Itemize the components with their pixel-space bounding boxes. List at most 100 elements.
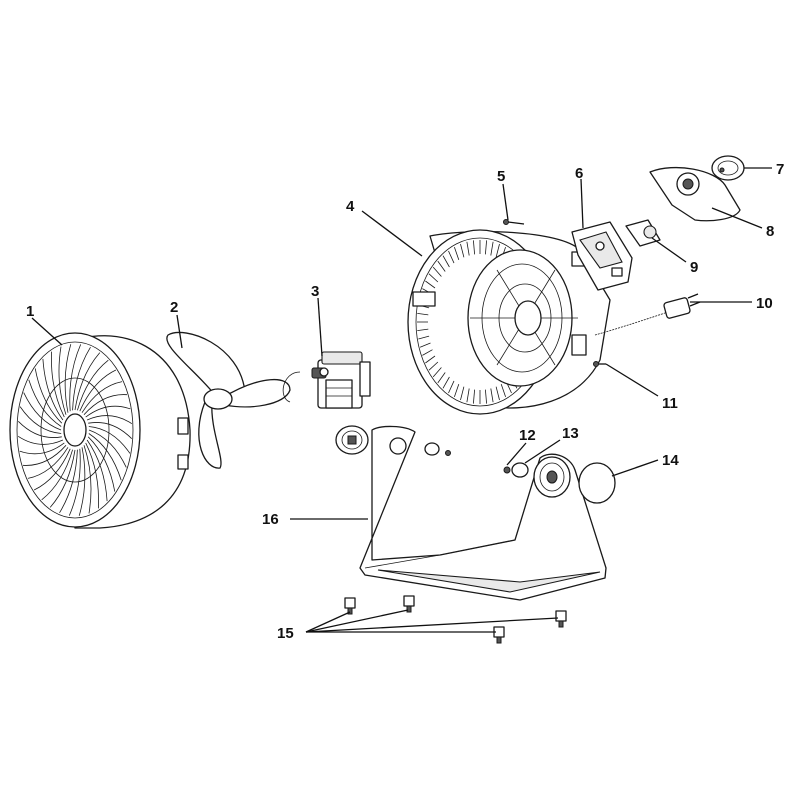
vent-slot xyxy=(485,240,487,255)
vent-slot xyxy=(490,388,494,403)
vent-slot xyxy=(418,335,430,340)
grille-rib xyxy=(74,352,101,411)
vent-slot xyxy=(417,313,429,316)
grille-rib xyxy=(19,442,65,455)
vent-slot xyxy=(437,372,446,384)
part-10-power-cord xyxy=(594,293,701,336)
callout-15: 15 xyxy=(277,625,294,642)
grille-rib xyxy=(19,406,62,434)
vent-slot xyxy=(448,250,455,264)
leader-8 xyxy=(711,207,763,229)
grille-rib xyxy=(87,436,116,492)
callout-5: 5 xyxy=(497,168,505,185)
part-5-screw xyxy=(503,219,525,225)
part-1-front-grille xyxy=(9,332,191,529)
grille-rib xyxy=(59,449,78,514)
vent-slot xyxy=(466,241,470,256)
grille-rib xyxy=(88,422,132,439)
vent-slot xyxy=(422,349,433,356)
grille-rib xyxy=(64,344,72,413)
leader-lines xyxy=(31,167,772,633)
part-4-rear-housing xyxy=(407,229,611,415)
grille-rib xyxy=(22,445,67,466)
vent-slot xyxy=(432,266,442,277)
part-11-screw xyxy=(593,361,606,367)
tilt-dial xyxy=(335,425,369,455)
leader-13 xyxy=(524,439,561,464)
grille-rib xyxy=(58,346,67,415)
grille-rib xyxy=(72,346,91,411)
grille-rib xyxy=(69,344,82,412)
grille-rib xyxy=(68,448,81,516)
vent-slot xyxy=(500,383,506,398)
grille-rib xyxy=(88,433,122,481)
vent-slot xyxy=(490,241,494,256)
grille-rib xyxy=(81,381,123,413)
grille-rib xyxy=(18,421,62,438)
leader-1 xyxy=(31,317,63,346)
leader-5 xyxy=(502,183,509,221)
leader-4 xyxy=(361,210,423,257)
vent-slot xyxy=(442,376,450,389)
grille-rib xyxy=(23,392,62,431)
callout-3: 3 xyxy=(311,283,319,300)
grille-rib xyxy=(85,442,99,509)
grille-rib xyxy=(88,429,127,468)
grille-rib xyxy=(77,359,109,411)
callout-labels: 1 2 3 4 5 6 7 8 9 10 11 12 13 14 15 16 xyxy=(26,161,784,642)
callout-4: 4 xyxy=(346,198,355,215)
grille-rib xyxy=(88,426,131,454)
part-8-control-cover xyxy=(649,166,741,222)
grille-rib xyxy=(79,369,117,412)
part-13-washer xyxy=(511,462,529,478)
callout-8: 8 xyxy=(766,223,774,240)
vent-slot xyxy=(425,355,436,364)
leader-2 xyxy=(176,314,183,349)
part-15-feet xyxy=(344,595,567,644)
vent-slot xyxy=(419,342,431,348)
leader-15c xyxy=(305,617,559,633)
vent-slot xyxy=(454,383,460,398)
vent-slot xyxy=(442,255,450,268)
leader-15a xyxy=(305,611,351,633)
vent-slot xyxy=(437,260,446,272)
vent-slot xyxy=(425,280,436,289)
callout-1: 1 xyxy=(26,303,34,320)
part-7-knob xyxy=(711,155,745,181)
callout-10: 10 xyxy=(756,295,773,312)
vent-slot xyxy=(417,328,429,331)
grille-rib xyxy=(86,439,108,502)
vent-slot xyxy=(485,389,487,404)
vent-slot xyxy=(473,389,475,404)
grille-rib xyxy=(33,448,71,491)
callout-11: 11 xyxy=(662,395,678,412)
leader-12 xyxy=(506,442,527,466)
grille-rib xyxy=(86,415,133,425)
grille-rib xyxy=(51,351,65,418)
grille-rib xyxy=(49,449,76,508)
grille-rib xyxy=(83,394,128,415)
vent-slot xyxy=(460,386,465,401)
part-2-fan-blade xyxy=(166,331,291,469)
leader-14 xyxy=(611,459,659,477)
washer-and-screw-left xyxy=(424,442,451,456)
callout-2: 2 xyxy=(170,299,178,316)
part-12-screw xyxy=(503,466,511,474)
grille-rib xyxy=(28,379,62,427)
leader-15b xyxy=(305,609,409,633)
vent-slot xyxy=(466,388,470,403)
grille-rib xyxy=(42,358,64,421)
stand-gear-hub xyxy=(533,456,571,498)
vent-slot xyxy=(495,243,500,258)
vent-slot xyxy=(473,240,475,255)
part-16-stand xyxy=(359,425,607,601)
vent-slot xyxy=(460,243,465,258)
grille-rib xyxy=(17,435,64,445)
grille-rib xyxy=(78,447,86,516)
grille-rib xyxy=(83,445,92,514)
callout-9: 9 xyxy=(690,259,698,276)
vent-slot xyxy=(454,246,460,261)
callout-16: 16 xyxy=(262,511,279,528)
